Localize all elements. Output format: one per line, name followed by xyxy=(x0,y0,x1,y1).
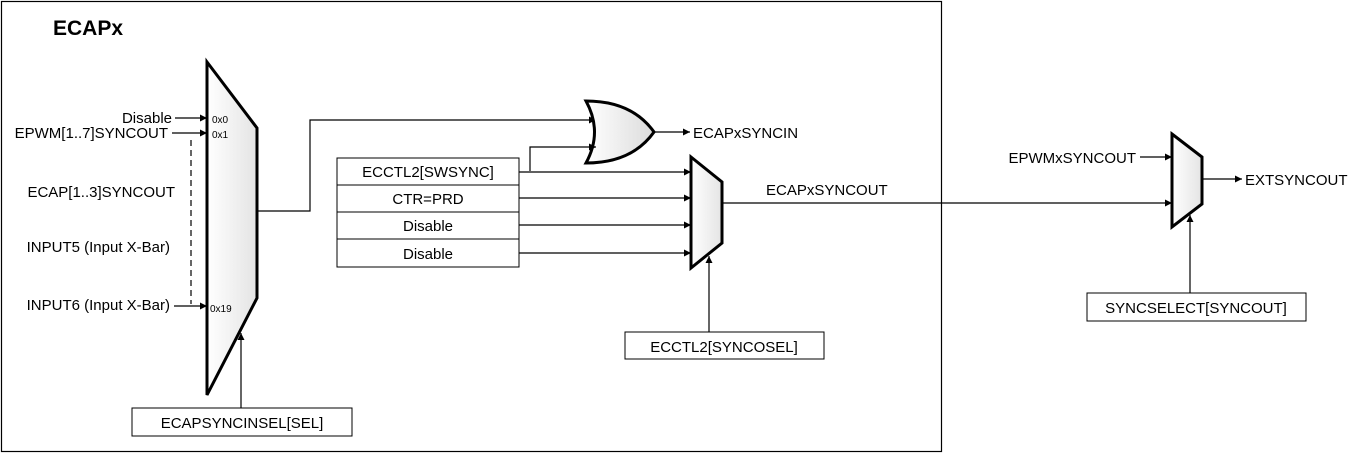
syncout-source-disable-2-label: Disable xyxy=(403,246,453,263)
input-label-input6: INPUT6 (Input X-Bar) xyxy=(27,297,170,314)
ecctl2-syncosel-label: ECCTL2[SYNCOSEL] xyxy=(650,339,798,356)
syncselect-box xyxy=(1086,292,1307,322)
input-label-epwm-syncout: EPWM[1..7]SYNCOUT xyxy=(15,125,168,142)
ecapsyncinsel-label: ECAPSYNCINSEL[SEL] xyxy=(161,415,324,432)
ecapxsyncin-label: ECAPxSYNCIN xyxy=(693,125,798,142)
mux-code-0x0: 0x0 xyxy=(212,115,229,126)
ecctl2-syncosel-box xyxy=(624,331,825,360)
ecapxsyncout-label: ECAPxSYNCOUT xyxy=(766,182,888,199)
epwmxsyncout-label: EPWMxSYNCOUT xyxy=(1009,150,1137,167)
input-label-disable: Disable xyxy=(122,110,172,127)
or-gate xyxy=(583,99,656,165)
input-label-input5: INPUT5 (Input X-Bar) xyxy=(27,239,170,256)
mux-code-0x1: 0x1 xyxy=(212,130,229,141)
input-mux-output-wire xyxy=(257,116,596,212)
ecapx-boundary xyxy=(0,0,943,453)
extsyncout-label: EXTSYNCOUT xyxy=(1245,172,1348,189)
syncselect-label: SYNCSELECT[SYNCOUT] xyxy=(1105,300,1287,317)
ext-sync-mux xyxy=(1170,130,1204,231)
mux-code-0x19: 0x19 xyxy=(210,304,232,315)
ecapsyncinsel-box xyxy=(131,407,353,437)
syncout-source-disable-1-label: Disable xyxy=(403,218,453,235)
input-label-ecap-syncout: ECAP[1..3]SYNCOUT xyxy=(27,184,175,201)
syncout-source-swsync xyxy=(336,157,520,186)
input-sync-mux xyxy=(205,57,259,396)
swsync-to-or-wire xyxy=(529,143,596,171)
syncout-source-swsync-label: ECCTL2[SWSYNC] xyxy=(362,164,494,181)
syncout-source-ctr-prd-label: CTR=PRD xyxy=(392,191,463,208)
syncout-source-disable-1 xyxy=(336,211,520,240)
syncout-mux xyxy=(689,153,724,272)
ecapx-title: ECAPx xyxy=(53,17,123,40)
